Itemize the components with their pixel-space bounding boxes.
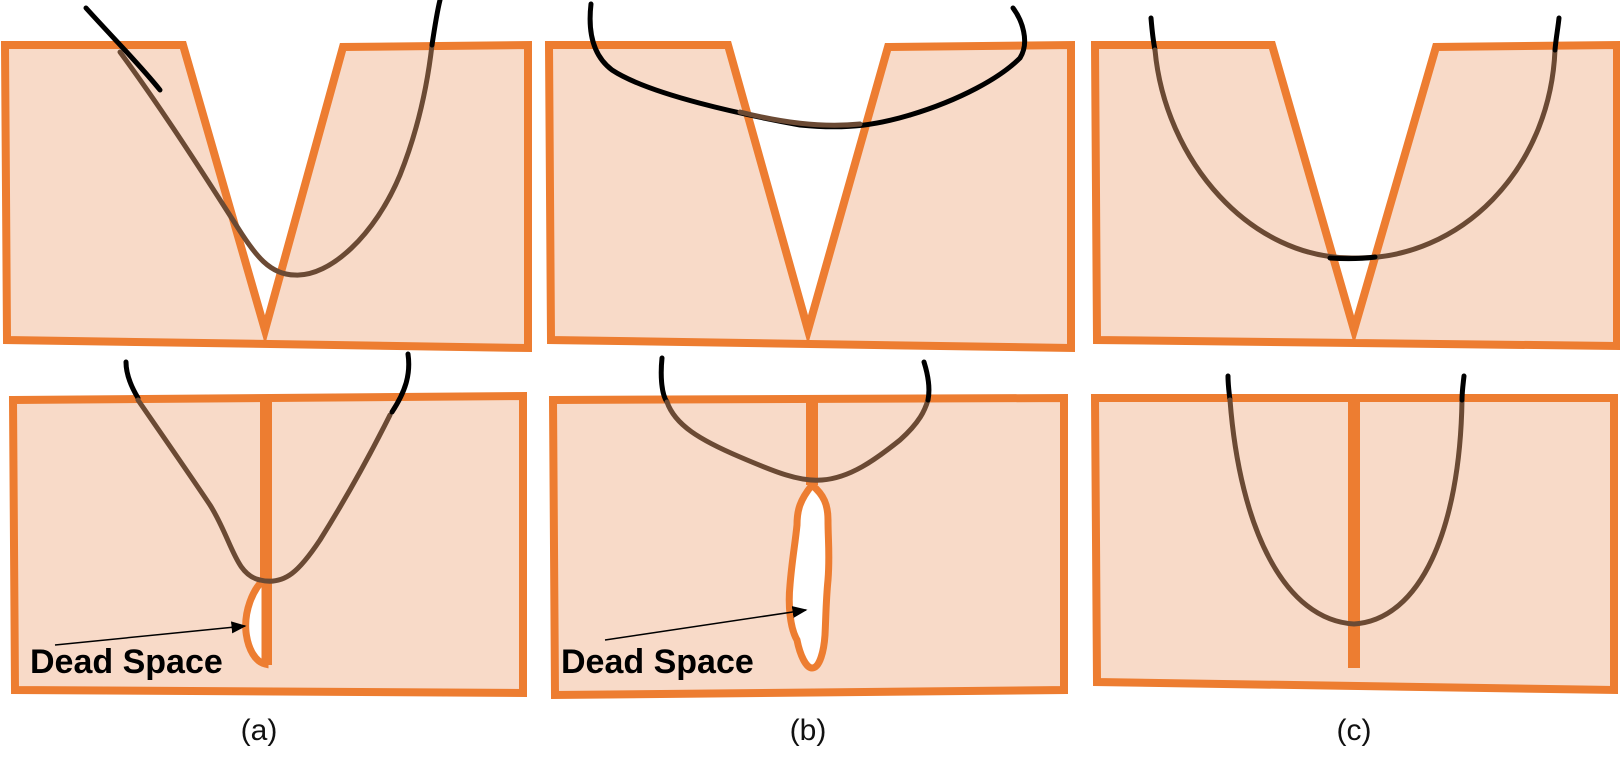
suture-exposed	[1327, 254, 1378, 262]
dead-space-pointer	[604, 606, 808, 641]
suture-exposed	[1552, 15, 1562, 53]
panel-b-open-wound	[544, 1, 1075, 353]
suture-exposed	[1148, 15, 1158, 53]
panel-c-closed-wound	[1090, 373, 1618, 695]
dead-space-pointer	[54, 621, 247, 646]
dead-space-cavity	[785, 480, 833, 672]
suture-exposed	[83, 5, 163, 93]
panel-c-open-wound	[1090, 15, 1620, 351]
panel-caption: (a)	[241, 714, 278, 747]
tissue-block	[544, 40, 1075, 353]
dead-space-label: Dead Space	[561, 643, 754, 681]
suture-exposed	[1225, 373, 1233, 403]
panel-c: (c)	[1090, 15, 1620, 747]
tissue-block	[0, 40, 532, 353]
suture-embedded	[1227, 397, 1465, 627]
suture-embedded	[664, 397, 931, 483]
panel-b-closed-wound: Dead Space	[548, 355, 1068, 700]
suture-exposed	[907, 5, 1028, 118]
suture-exposed	[389, 351, 412, 415]
suture-exposed	[921, 359, 932, 403]
panel-b: Dead Space (b)	[544, 1, 1075, 747]
suture-embedded	[737, 109, 863, 128]
suture-embedded	[135, 397, 393, 584]
suture-exposed	[1459, 373, 1467, 403]
suture-exposed	[123, 359, 141, 401]
panel-a: Dead Space (a)	[0, 0, 532, 747]
dead-space-label: Dead Space	[30, 643, 223, 681]
panel-a-closed-wound: Dead Space	[8, 351, 527, 698]
panel-caption: (c)	[1337, 714, 1372, 747]
suture-exposed	[658, 355, 670, 405]
panel-a-open-wound	[0, 0, 532, 353]
tissue-block	[1090, 40, 1620, 351]
suture-embedded	[117, 42, 435, 278]
panel-caption: (b)	[790, 714, 827, 747]
suture-exposed	[429, 0, 443, 48]
